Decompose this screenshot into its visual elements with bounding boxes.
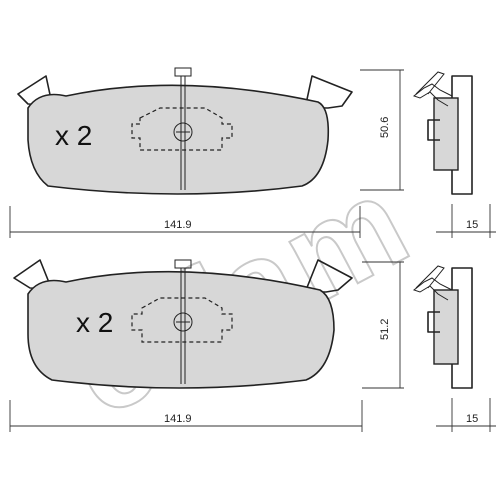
pad-top-side-view bbox=[412, 71, 473, 195]
pad-bottom-height-dimension: 51.2 bbox=[362, 261, 404, 389]
pad-top-thickness-dimension: 15 bbox=[436, 204, 496, 238]
pad-bottom-clip bbox=[174, 259, 192, 269]
pad-bottom-thickness-dimension: 15 bbox=[436, 398, 496, 432]
pad-top-piston-circle bbox=[173, 122, 193, 142]
pad-top-height-dimension: 50.6 bbox=[360, 69, 404, 191]
pad-bottom-piston-circle bbox=[173, 312, 193, 332]
pad-top-piston-outline bbox=[131, 107, 233, 151]
pad-bottom-side-view bbox=[412, 265, 473, 389]
pad-bottom-width-label: 141.9 bbox=[164, 413, 192, 425]
pad-top-clip bbox=[174, 67, 192, 77]
pad-top-thickness-label: 15 bbox=[466, 219, 478, 231]
pad-bottom-front-view: x 2 bbox=[13, 259, 353, 389]
pad-bottom-height-label: 51.2 bbox=[379, 319, 391, 340]
pad-top-width-label: 141.9 bbox=[164, 219, 192, 231]
pad-bottom-piston-outline bbox=[131, 297, 233, 343]
pad-bottom-quantity: x 2 bbox=[76, 307, 113, 338]
pad-bottom-thickness-label: 15 bbox=[466, 413, 478, 425]
pad-bottom-width-dimension: 141.9 bbox=[9, 400, 363, 432]
pad-top-width-dimension: 141.9 bbox=[9, 206, 361, 238]
pad-top-quantity: x 2 bbox=[55, 120, 92, 151]
pad-top-height-label: 50.6 bbox=[379, 117, 391, 138]
pad-top-front-view: x 2 bbox=[17, 67, 353, 195]
